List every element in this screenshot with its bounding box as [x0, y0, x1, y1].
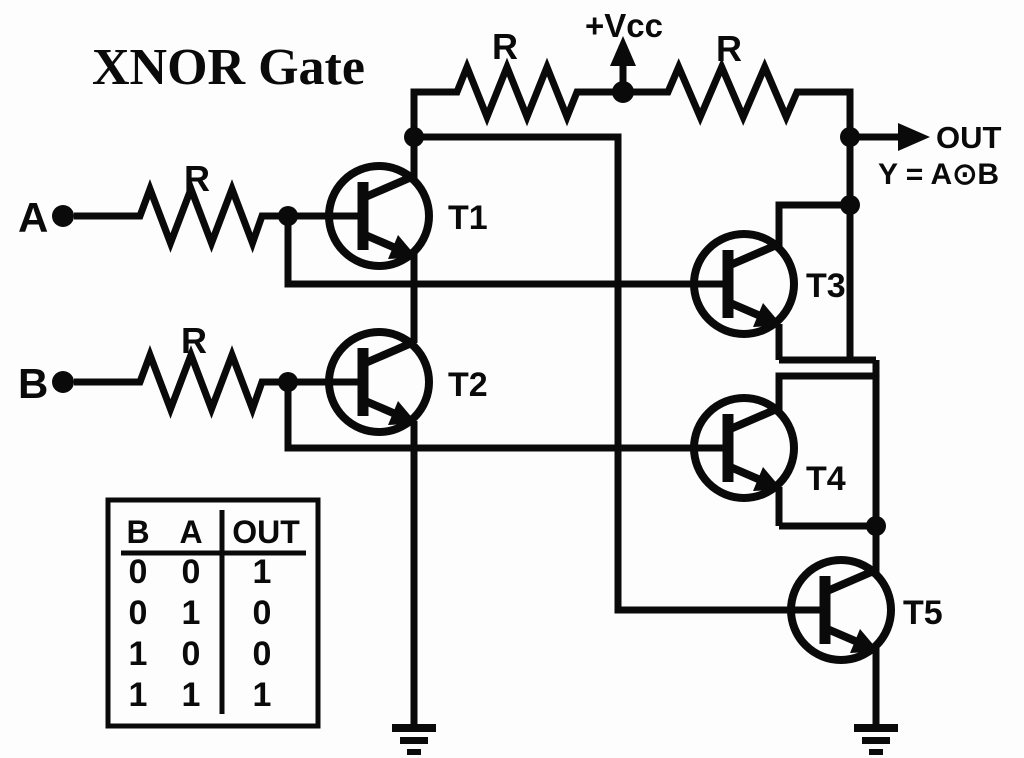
- truth-table-row: 0 0 1: [129, 553, 272, 591]
- resistor-b-label: R: [181, 320, 207, 361]
- truth-table: B A OUT 0 0 1 0 1 0 1 0 0 1 1 1: [105, 497, 321, 729]
- truth-table-header-b: B: [126, 514, 149, 550]
- wire-b-cross-to-t4-base: [284, 382, 733, 452]
- wire-node-to-t5-base: [414, 133, 830, 614]
- t1-label: T1: [448, 199, 488, 237]
- cell-r4-a: 1: [182, 676, 201, 714]
- truth-table-row: 0 1 0: [129, 594, 272, 632]
- wire-a-cross-to-t3-base: [284, 216, 733, 288]
- t5-label: T5: [903, 594, 943, 632]
- truth-table-header-a: A: [179, 514, 202, 550]
- input-a-label: A: [18, 194, 48, 241]
- ground-right: [854, 724, 898, 755]
- out-label: OUT: [936, 120, 1002, 155]
- junction-dot-b: [278, 372, 298, 392]
- truth-table-border: [105, 497, 321, 729]
- t3-label: T3: [806, 267, 846, 305]
- input-b-label: B: [18, 360, 48, 407]
- resistor-right-label: R: [716, 28, 742, 69]
- resistor-left-label: R: [492, 26, 518, 67]
- equation-label: Y = A⊙B: [878, 158, 999, 191]
- cell-r3-a: 0: [182, 635, 201, 673]
- t2-label: T2: [448, 366, 488, 404]
- truth-table-header-out: OUT: [232, 514, 300, 550]
- cell-r2-a: 1: [182, 594, 201, 632]
- cell-r4-b: 1: [129, 676, 148, 714]
- cell-r2-b: 0: [129, 594, 148, 632]
- junction-dot-t4e: [866, 516, 886, 536]
- wire-input-b-resistor: [74, 345, 368, 420]
- out-arrowhead-icon: [898, 123, 930, 151]
- truth-table-row: 1 0 0: [129, 635, 272, 673]
- terminal-dot-b: [52, 371, 74, 393]
- wire-t4-collector-link: [775, 372, 876, 410]
- cell-r4-out: 1: [253, 676, 272, 714]
- resistor-a-label: R: [184, 158, 210, 199]
- ground-left: [392, 724, 436, 755]
- cell-r1-a: 0: [182, 553, 201, 591]
- junction-dot-t3c: [840, 195, 860, 215]
- vcc-arrowhead-icon: [610, 36, 636, 66]
- junction-dot-node-x: [404, 127, 424, 147]
- wire-input-a-resistor: [74, 179, 368, 254]
- junction-dot-a: [278, 206, 298, 226]
- cell-r1-out: 1: [253, 553, 272, 591]
- cell-r3-out: 0: [253, 635, 272, 673]
- vcc-label: +Vcc: [585, 7, 663, 44]
- wire-t3-collector-link: [775, 201, 850, 247]
- t4-label: T4: [806, 460, 846, 498]
- page-title: XNOR Gate: [92, 39, 365, 96]
- vcc-arrow: [610, 36, 636, 92]
- cell-r3-b: 1: [129, 635, 148, 673]
- truth-table-row: 1 1 1: [129, 676, 272, 714]
- terminal-dot-a: [52, 205, 74, 227]
- cell-r2-out: 0: [253, 594, 272, 632]
- out-arrow: [850, 123, 930, 151]
- cell-r1-b: 0: [129, 553, 148, 591]
